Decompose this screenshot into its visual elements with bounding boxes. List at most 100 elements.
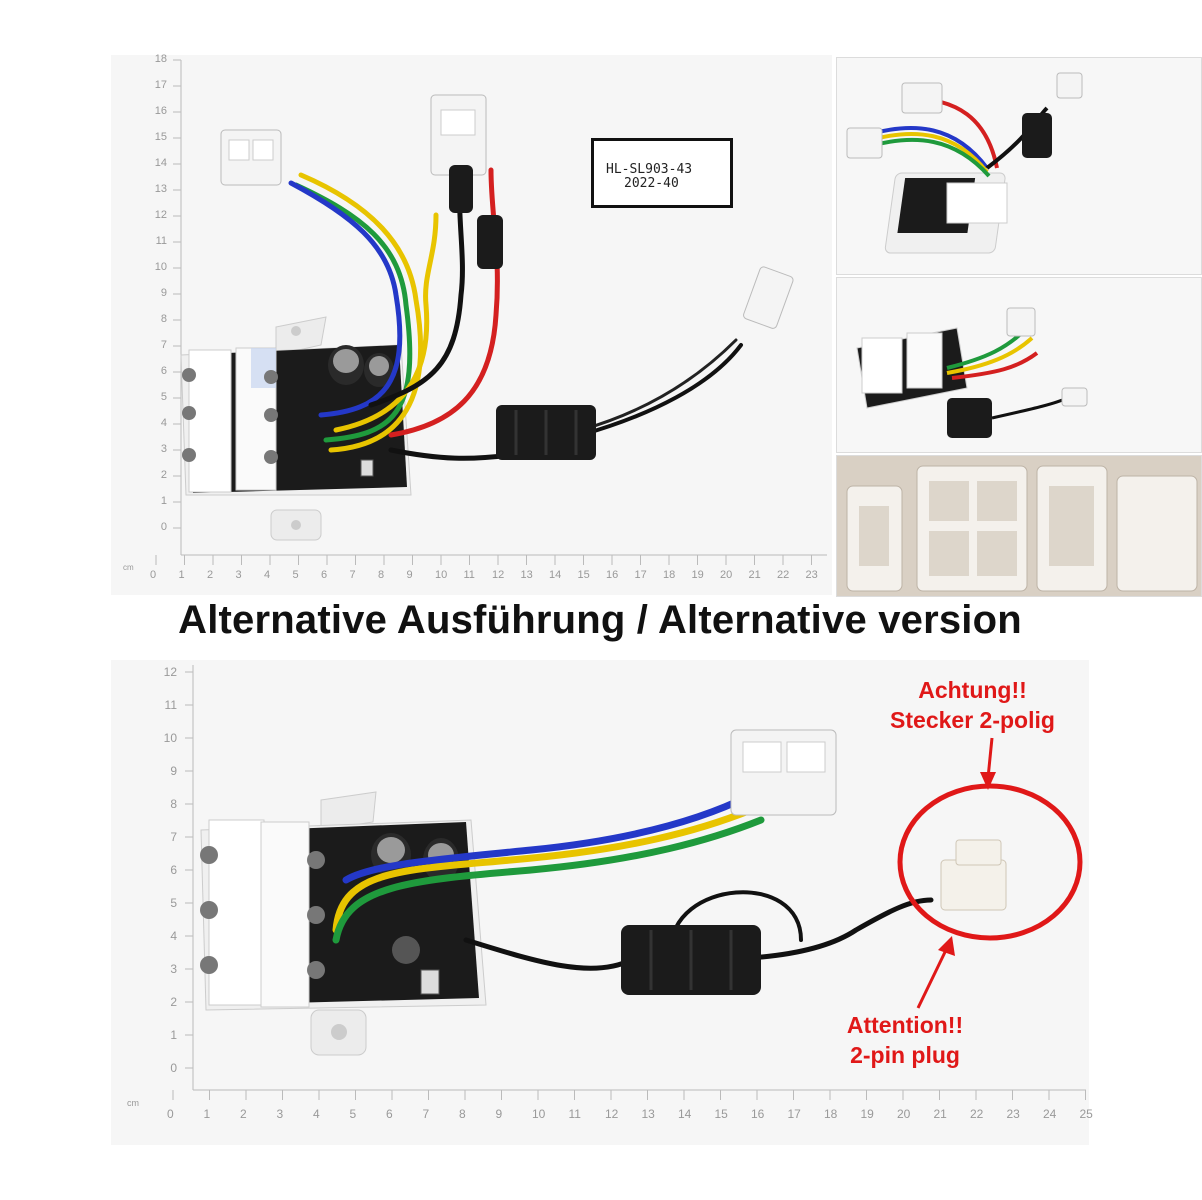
ruler-label: 20 xyxy=(720,569,733,581)
ruler-label: 13 xyxy=(520,569,533,581)
note-english: Attention!! 2-pin plug xyxy=(830,1010,980,1070)
ruler-label: 8 xyxy=(378,569,385,581)
ruler-label: 6 xyxy=(160,365,167,377)
connector-2pin-top xyxy=(430,94,487,176)
ruler-label: 4 xyxy=(264,569,271,581)
ruler-label: 8 xyxy=(459,1107,466,1121)
ruler-label: 9 xyxy=(406,569,413,581)
thumbnail-view-2 xyxy=(836,277,1202,453)
ruler-label: 6 xyxy=(170,863,177,877)
ruler-label: 16 xyxy=(751,1107,765,1121)
ruler-label: 12 xyxy=(163,665,177,679)
alternative-version-title: Alternative Ausführung / Alternative ver… xyxy=(178,598,1022,642)
ruler-label: 3 xyxy=(276,1107,284,1121)
ruler-label: 19 xyxy=(860,1107,874,1121)
ruler-label: 9 xyxy=(170,764,177,778)
thumbnail-3-illustration xyxy=(837,456,1201,596)
ruler-label: 24 xyxy=(1043,1107,1057,1121)
thumbnail-connector-closeup xyxy=(836,455,1202,597)
ruler-label: 18 xyxy=(824,1107,838,1121)
connector-2pin-right xyxy=(743,266,794,329)
thumbnail-1-illustration xyxy=(837,58,1201,274)
ruler-label: 6 xyxy=(386,1107,393,1121)
ruler-label: 7 xyxy=(160,339,167,351)
ruler-label: 2 xyxy=(240,1107,247,1121)
ruler-label: 1 xyxy=(170,1028,177,1042)
ruler-label: 0 xyxy=(167,1107,174,1121)
top-photo-illustration xyxy=(111,55,832,595)
alt-ferrite-core xyxy=(621,925,761,995)
ruler-label: 7 xyxy=(422,1107,430,1121)
ruler-label: 5 xyxy=(349,1107,357,1121)
ruler-label: 2 xyxy=(207,569,214,581)
note-english-line2: 2-pin plug xyxy=(850,1042,960,1068)
top-ruler-unit: cm xyxy=(123,563,134,572)
ruler-label: 10 xyxy=(532,1107,546,1121)
ruler-label: 11 xyxy=(155,235,167,247)
ruler-label: 1 xyxy=(178,569,185,581)
ruler-label: 3 xyxy=(160,443,167,455)
ruler-label: 11 xyxy=(164,698,177,712)
ruler-label: 4 xyxy=(313,1107,320,1121)
ruler-label: 10 xyxy=(154,261,167,273)
ruler-label: 5 xyxy=(170,896,177,910)
ruler-label: 14 xyxy=(678,1107,692,1121)
note-german-line2: Stecker 2-polig xyxy=(890,707,1055,733)
ruler-label: 0 xyxy=(150,569,157,581)
ruler-label: 17 xyxy=(787,1107,801,1121)
ruler-label: 9 xyxy=(160,287,167,299)
ruler-label: 21 xyxy=(748,569,761,581)
ruler-label: 15 xyxy=(154,131,167,143)
ruler-label: 0 xyxy=(170,1061,177,1075)
ruler-label: 11 xyxy=(463,569,475,581)
ruler-label: 12 xyxy=(605,1107,619,1121)
ruler-label: 25 xyxy=(1079,1107,1093,1121)
ruler-label: 17 xyxy=(634,569,647,581)
ruler-label: 3 xyxy=(170,962,177,976)
connector-6pin xyxy=(220,129,282,186)
ruler-label: 9 xyxy=(495,1107,503,1121)
ruler-label: 21 xyxy=(933,1107,947,1121)
ruler-label: 4 xyxy=(170,929,177,943)
ruler-label: 15 xyxy=(577,569,590,581)
ruler-label: 14 xyxy=(154,157,167,169)
note-german-line1: Achtung!! xyxy=(918,677,1027,703)
ruler-label: 2 xyxy=(170,995,177,1009)
ruler-label: 15 xyxy=(714,1107,728,1121)
ruler-label: 5 xyxy=(160,391,167,403)
ruler-label: 18 xyxy=(154,53,167,65)
ruler-label: 12 xyxy=(154,209,167,221)
thumbnail-2-illustration xyxy=(837,278,1201,452)
ruler-label: 23 xyxy=(1006,1107,1020,1121)
ferrite-cores xyxy=(449,165,596,460)
ruler-label: 14 xyxy=(549,569,562,581)
ruler-label: 4 xyxy=(160,417,167,429)
ruler-label: 22 xyxy=(777,569,790,581)
ruler-label: 20 xyxy=(897,1107,911,1121)
product-code-label: HL-SL903-43 2022-40 xyxy=(591,138,733,208)
ruler-label: 22 xyxy=(970,1107,984,1121)
ruler-label: 3 xyxy=(235,569,242,581)
alt-connector-6pin xyxy=(730,729,837,816)
ruler-label: 12 xyxy=(492,569,505,581)
ruler-label: 13 xyxy=(641,1107,655,1121)
note-english-line1: Attention!! xyxy=(846,1012,964,1038)
ruler-label: 18 xyxy=(663,569,676,581)
ruler-label: 19 xyxy=(691,569,704,581)
ruler-label: 16 xyxy=(606,569,619,581)
note-german: Achtung!! Stecker 2-polig xyxy=(870,675,1075,735)
regulator-housing xyxy=(180,316,412,541)
ruler-label: 8 xyxy=(160,313,167,325)
ruler-label: 10 xyxy=(435,569,448,581)
ruler-label: 1 xyxy=(160,495,167,507)
ruler-label: 2 xyxy=(160,469,167,481)
ruler-label: 7 xyxy=(349,569,356,581)
ruler-label: 10 xyxy=(163,731,177,745)
ruler-label: 17 xyxy=(154,79,167,91)
bottom-ruler-unit: cm xyxy=(127,1098,139,1108)
ruler-label: 1 xyxy=(203,1107,211,1121)
